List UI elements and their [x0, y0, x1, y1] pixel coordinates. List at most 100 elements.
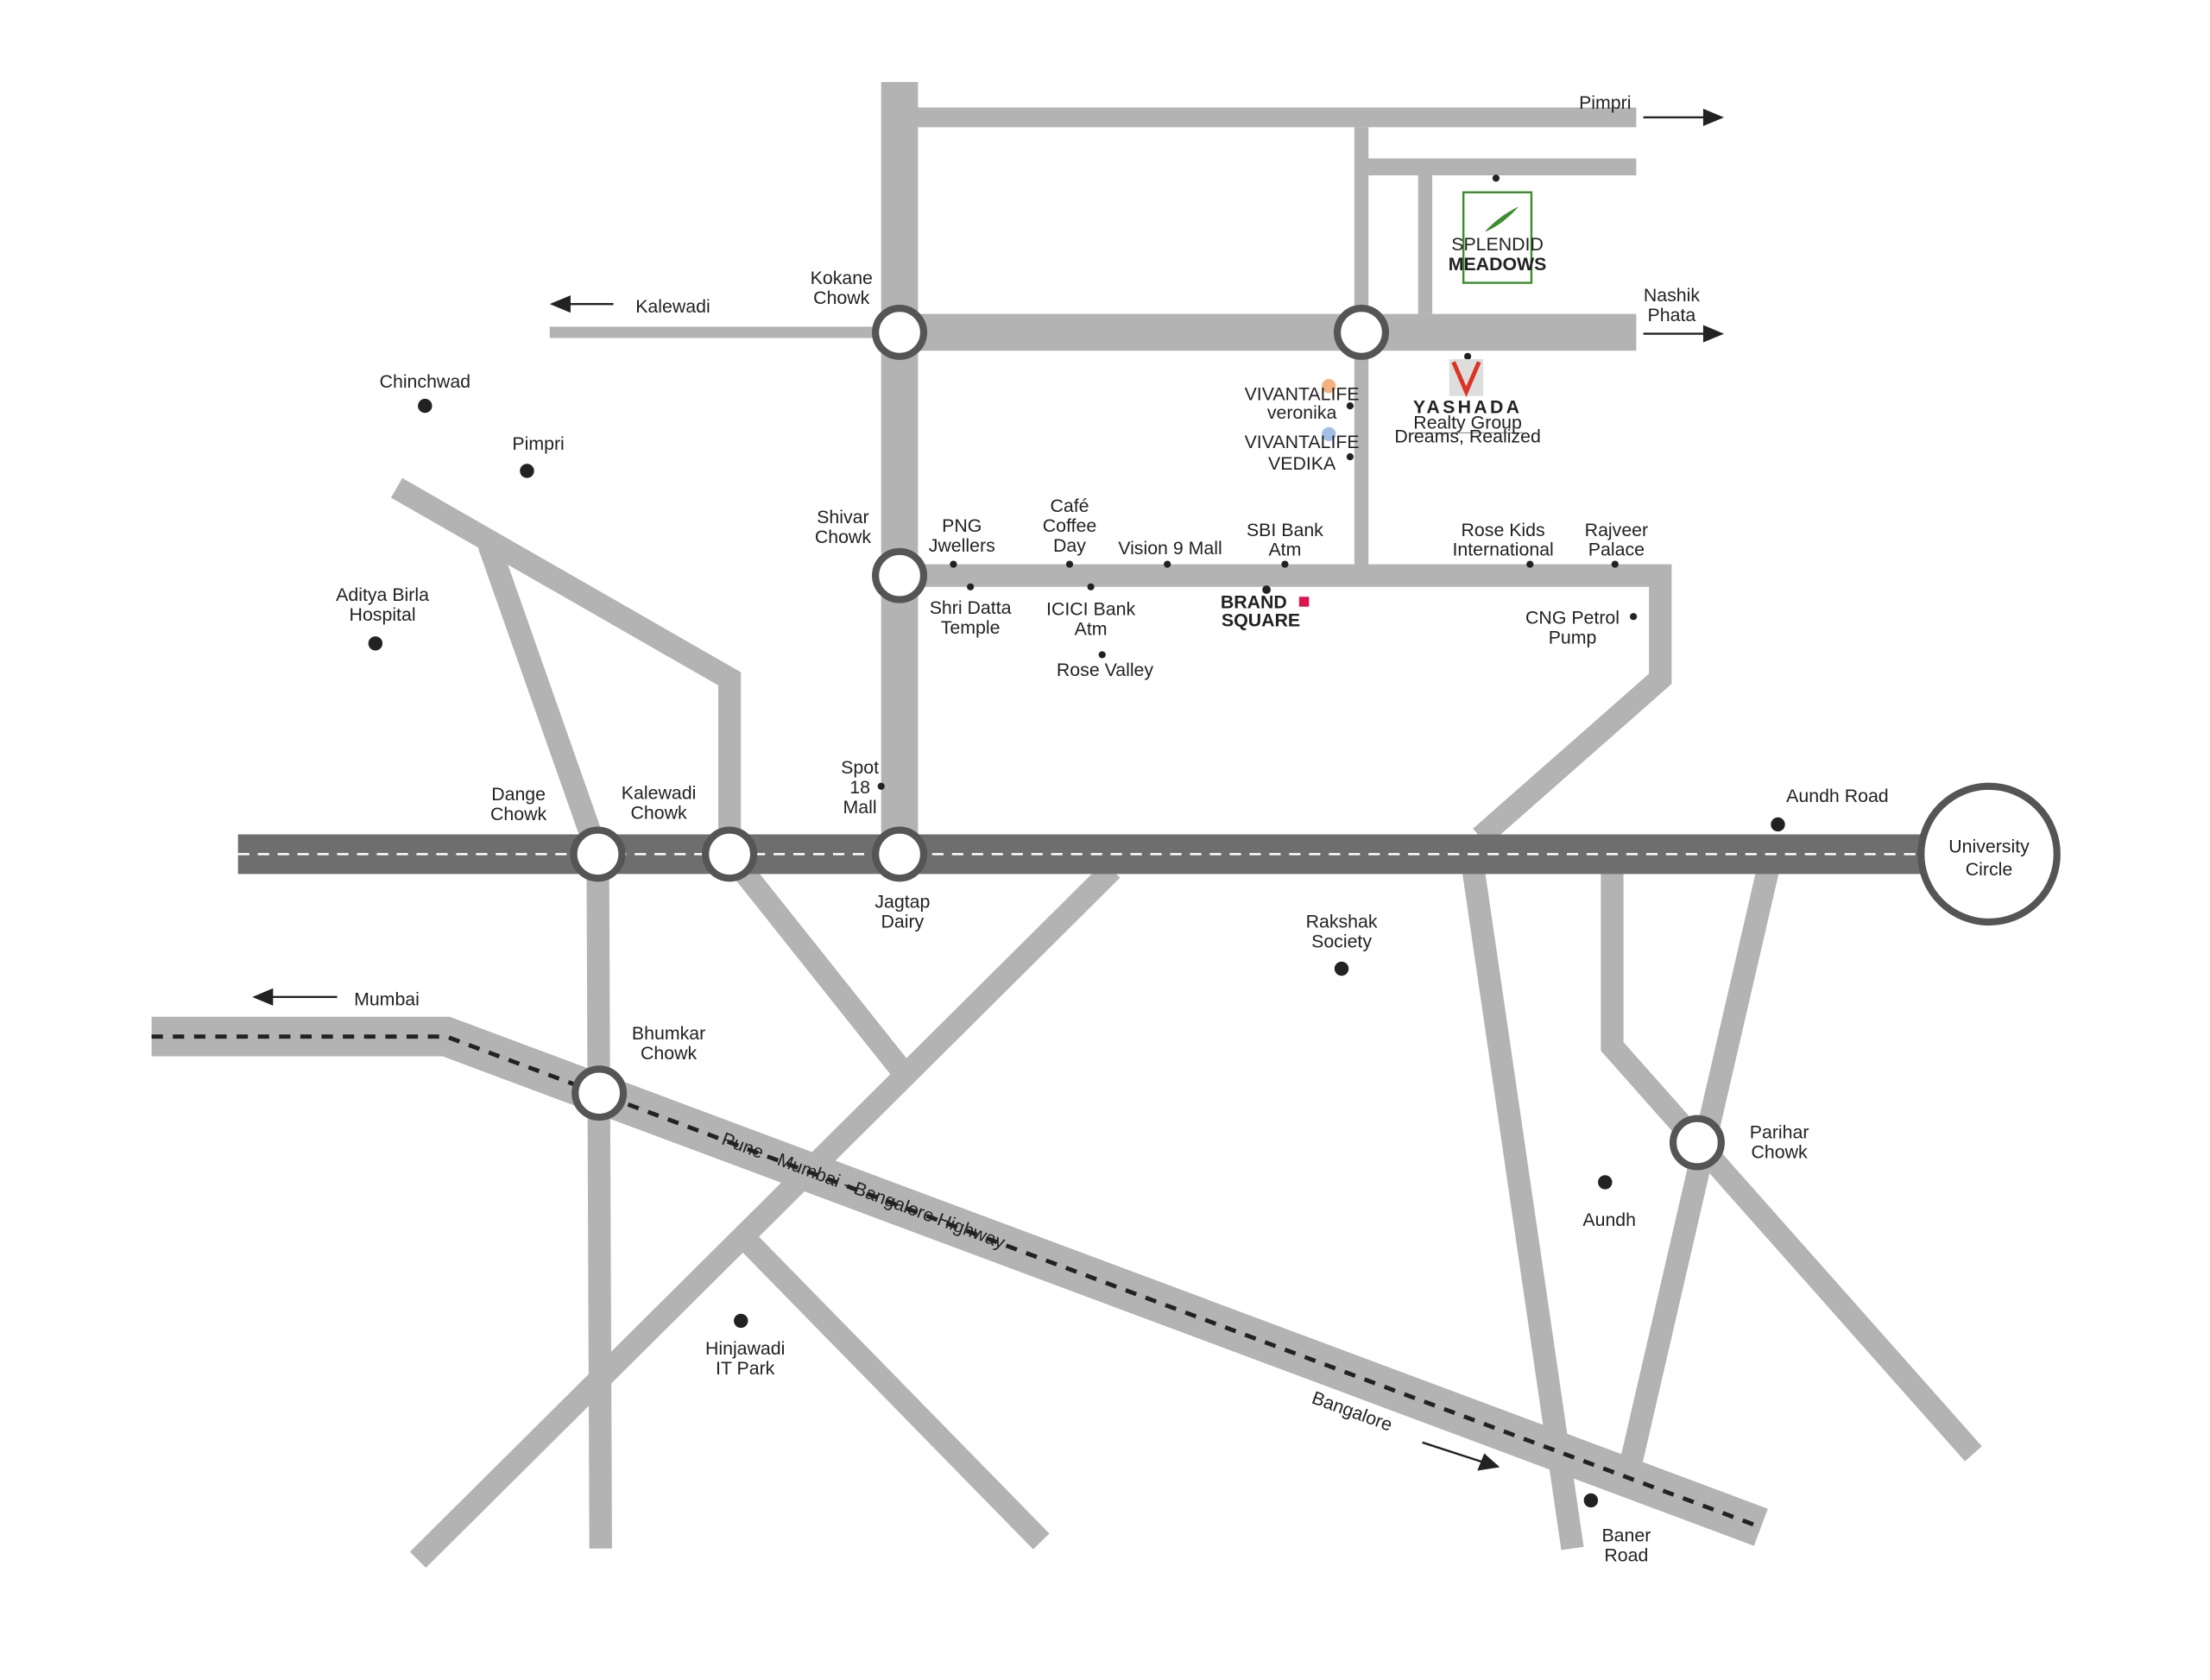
label-aundh-road: Aundh Road	[1786, 786, 1889, 806]
map-label: SPLENDID	[1451, 234, 1544, 255]
logos: SPLENDID MEADOWS YASHADA Realty Group Dr…	[1221, 191, 1546, 631]
map-mark	[1322, 378, 1336, 394]
brand-square-logo: BRAND SQUARE	[1221, 591, 1310, 631]
map-label: Kokane	[811, 268, 873, 288]
map-label: Chowk	[630, 802, 687, 823]
map-label: Society	[1311, 932, 1372, 952]
map-label: Dange	[491, 784, 546, 805]
map-mark	[1462, 191, 1533, 284]
map-label: SBI Bank	[1247, 520, 1323, 540]
map-label: Rakshak	[1306, 912, 1378, 932]
map-mark	[1346, 402, 1354, 410]
label-kalewadi-direction: Kalewadi	[635, 296, 710, 317]
map-mark	[1087, 583, 1095, 591]
dots	[368, 174, 1785, 1508]
label-highway: Pune - Mumbai - Bangalore Highway	[719, 1128, 1008, 1253]
map-label: VIVANTALIFE	[1245, 384, 1360, 405]
junction-dange	[570, 826, 626, 882]
map-mark	[877, 782, 885, 790]
map-label: Palace	[1588, 540, 1645, 560]
map-label: Atm	[1268, 540, 1301, 560]
map-mark	[1598, 1175, 1613, 1190]
junction-jagtap	[872, 826, 928, 882]
map-mark	[368, 636, 383, 651]
map-mark	[1492, 174, 1500, 182]
junction-parihar	[1669, 1115, 1725, 1171]
map-label: Nashik	[1644, 285, 1701, 306]
junction-shivar	[872, 547, 928, 603]
road-shivar	[900, 564, 1672, 846]
junction-university	[1917, 782, 2061, 926]
highway	[151, 1016, 1768, 1546]
road-parihar-west	[1618, 867, 1779, 1474]
map-mark	[418, 398, 433, 414]
map-label: Jwellers	[929, 535, 995, 556]
map-mark	[1164, 560, 1171, 568]
map-label: Pump	[1549, 627, 1597, 647]
map-mark	[1702, 325, 1725, 343]
roads	[151, 82, 1982, 1569]
map-mark	[1771, 817, 1785, 832]
map-label: Jagtap	[875, 892, 930, 913]
map-label: Phata	[1648, 305, 1696, 325]
map-label: Baner	[1601, 1525, 1651, 1545]
map-mark	[1334, 961, 1349, 976]
map-label: ICICI Bank	[1046, 599, 1135, 620]
map-mark	[734, 1313, 748, 1329]
map-mark	[1477, 1453, 1500, 1471]
map-label: Chowk	[813, 287, 870, 308]
map-label: 18	[849, 777, 870, 798]
map-mark	[1098, 651, 1106, 659]
map-label: Chowk	[815, 527, 872, 547]
label-chinchwad: Chinchwad	[380, 371, 470, 392]
map-label: Atm	[1075, 619, 1108, 640]
map-mark	[252, 988, 274, 1006]
map-label: Kalewadi	[622, 783, 697, 804]
map-label: Rajveer	[1585, 520, 1648, 540]
vivanta-veronika-logo: VIVANTALIFE veronika	[1245, 378, 1360, 423]
map-label: Aditya Birla	[336, 584, 429, 605]
map-label: University	[1948, 837, 2030, 857]
map-label: Chowk	[641, 1043, 698, 1064]
map-label: Road	[1604, 1544, 1648, 1565]
map-mark	[1346, 452, 1354, 461]
map-mark	[1322, 426, 1336, 442]
map-label: Parihar	[1750, 1122, 1809, 1143]
map-label: Bhumkar	[632, 1023, 705, 1044]
map-mark	[1702, 108, 1725, 126]
splendid-meadows-logo: SPLENDID MEADOWS	[1449, 191, 1546, 284]
map-label: Temple	[941, 617, 1001, 638]
road-northwest	[390, 477, 742, 855]
map-label: CNG Petrol	[1525, 607, 1620, 628]
map-mark	[1262, 585, 1271, 594]
map-label: Circle	[1966, 859, 2012, 880]
map-mark	[1281, 560, 1289, 568]
junction-bhumkar	[571, 1065, 628, 1121]
arrow-right-icon	[1422, 1441, 1484, 1463]
road-parihar-east	[1601, 869, 1982, 1462]
map-label: Dairy	[881, 912, 924, 932]
label-pimpri-direction: Pimpri	[1579, 92, 1631, 113]
map-mark	[1451, 361, 1481, 397]
road-dange-north	[477, 540, 609, 858]
map-mark	[1065, 560, 1074, 568]
map-mark	[1630, 613, 1638, 621]
label-mumbai: Mumbai	[354, 989, 420, 1010]
map-label: Coffee	[1043, 515, 1096, 536]
map-label: Hinjawadi	[705, 1338, 785, 1359]
map-label: Realty Group	[1413, 412, 1522, 433]
